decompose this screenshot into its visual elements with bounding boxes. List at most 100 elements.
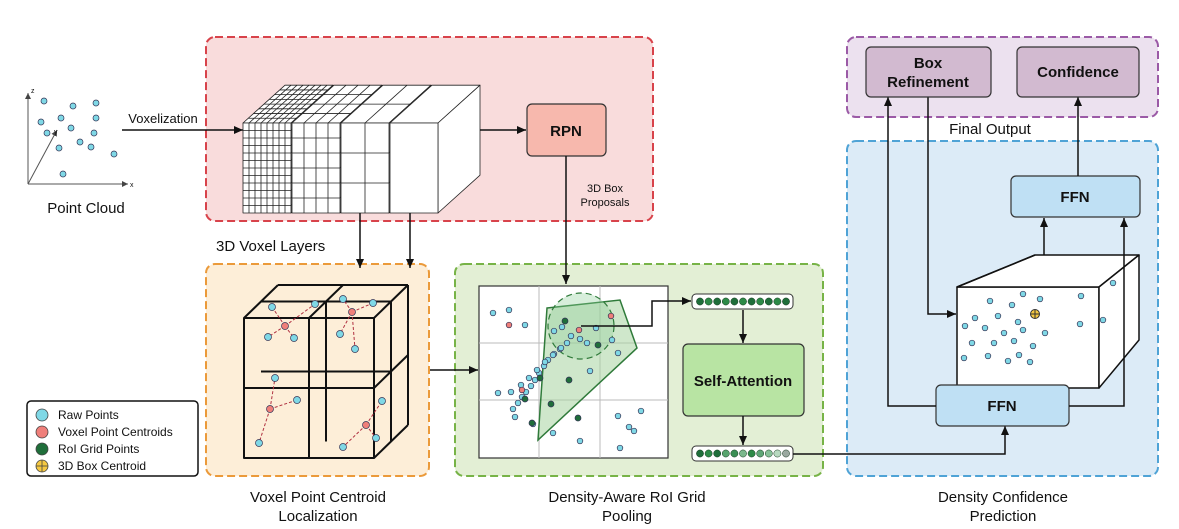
- raw-point: [558, 323, 566, 331]
- raw-point: [514, 399, 522, 407]
- raw-point: [984, 352, 992, 360]
- raw-point: [614, 349, 622, 357]
- roi-grid-point: [565, 376, 573, 384]
- raw-point: [76, 138, 84, 146]
- raw-point: [1019, 290, 1027, 298]
- refinement-to-cube-arrow: [927, 97, 956, 318]
- raw-point: [293, 396, 301, 404]
- rpn-label: RPN: [550, 123, 582, 140]
- raw-point: [339, 443, 347, 451]
- confidence-prediction-label-line1: Density Confidence: [938, 489, 1068, 506]
- axis-y-label: y: [54, 129, 58, 136]
- feature-element: [713, 449, 722, 458]
- roi-grid-point: [528, 419, 536, 427]
- point-cloud-points: [37, 97, 118, 178]
- raw-point: [557, 344, 565, 352]
- legend-box-centroid-swatch: [35, 459, 49, 473]
- raw-point: [1015, 351, 1023, 359]
- feature-element: [756, 297, 765, 306]
- ffn-to-ffn-top-arrow: [1069, 218, 1128, 407]
- feature-element: [704, 449, 713, 458]
- legend-voxel-centroids: Voxel Point Centroids: [58, 425, 173, 439]
- centroid-localization-label-line2: Localization: [278, 508, 357, 525]
- raw-point: [527, 382, 535, 390]
- raw-point: [509, 405, 517, 413]
- raw-point: [40, 97, 48, 105]
- raw-point: [311, 300, 319, 308]
- confidence-box: [1016, 46, 1140, 98]
- voxel-centroid: [266, 405, 274, 413]
- feature-vector-top: [691, 293, 794, 310]
- roi-grid-point: [594, 341, 602, 349]
- raw-point: [614, 412, 622, 420]
- roi-box-cube: [956, 254, 1140, 389]
- raw-point: [1036, 295, 1044, 303]
- ffn-bottom-label: FFN: [987, 398, 1016, 415]
- raw-point: [1019, 326, 1027, 334]
- raw-point: [255, 439, 263, 447]
- raw-point: [90, 129, 98, 137]
- raw-point: [563, 339, 571, 347]
- centroid-localization-label-line1: Voxel Point Centroid: [250, 489, 386, 506]
- centroid-cube-points: [255, 295, 386, 451]
- raw-point: [57, 114, 65, 122]
- raw-point: [576, 437, 584, 445]
- raw-point: [1109, 279, 1117, 287]
- box-refinement-label-line1: Box: [914, 55, 943, 72]
- raw-point: [92, 114, 100, 122]
- feature-element: [773, 297, 782, 306]
- raw-point: [351, 345, 359, 353]
- voxel-centroid: [575, 326, 583, 334]
- feature-element: [782, 449, 790, 458]
- voxel-centroid: [505, 321, 513, 329]
- raw-point: [576, 335, 584, 343]
- raw-point: [521, 321, 529, 329]
- raw-point: [533, 366, 541, 374]
- raw-point: [264, 333, 272, 341]
- raw-point: [986, 297, 994, 305]
- feature-element: [756, 449, 765, 458]
- roi-grid-point: [547, 400, 555, 408]
- raw-point: [1014, 318, 1022, 326]
- voxel-centroid: [607, 312, 615, 320]
- roi-grid-point: [536, 374, 544, 382]
- feature-element: [739, 297, 747, 306]
- raw-point: [1000, 329, 1008, 337]
- raw-point: [960, 354, 968, 362]
- raw-point: [271, 374, 279, 382]
- roi-grid-point: [521, 395, 529, 403]
- confidence-prediction-label-line2: Prediction: [970, 508, 1037, 525]
- grid-pooling-label-line2: Pooling: [602, 508, 652, 525]
- ffn-top-label: FFN: [1060, 189, 1089, 206]
- raw-point: [69, 102, 77, 110]
- vector-to-ffn-arrow: [793, 426, 1009, 455]
- feature-element: [721, 449, 730, 458]
- pooling-to-vector-arrow: [581, 297, 691, 327]
- feature-element: [696, 297, 704, 306]
- raw-point: [608, 336, 616, 344]
- final-output-label: Final Output: [949, 121, 1032, 138]
- raw-point: [378, 397, 386, 405]
- raw-point: [336, 330, 344, 338]
- axis-x-label: x: [130, 182, 134, 189]
- feature-element: [721, 297, 730, 306]
- raw-point: [67, 124, 75, 132]
- raw-point: [59, 170, 67, 178]
- roi-grid-points: [489, 306, 645, 452]
- voxel-centroid: [281, 322, 289, 330]
- feature-element: [696, 449, 704, 458]
- grid-pooling-label-line1: Density-Aware RoI Grid: [548, 489, 705, 506]
- raw-point: [290, 334, 298, 342]
- raw-point: [583, 339, 591, 347]
- raw-point: [489, 309, 497, 317]
- axis-z-label: z: [31, 88, 35, 95]
- voxel-layer-stack: [242, 84, 481, 214]
- raw-point: [494, 389, 502, 397]
- raw-point: [87, 143, 95, 151]
- raw-point: [1076, 320, 1084, 328]
- raw-point: [981, 324, 989, 332]
- raw-point: [968, 339, 976, 347]
- proposals-label-line1: 3D Box: [587, 183, 624, 195]
- raw-point: [1099, 316, 1107, 324]
- roi-cube-points: [960, 279, 1117, 366]
